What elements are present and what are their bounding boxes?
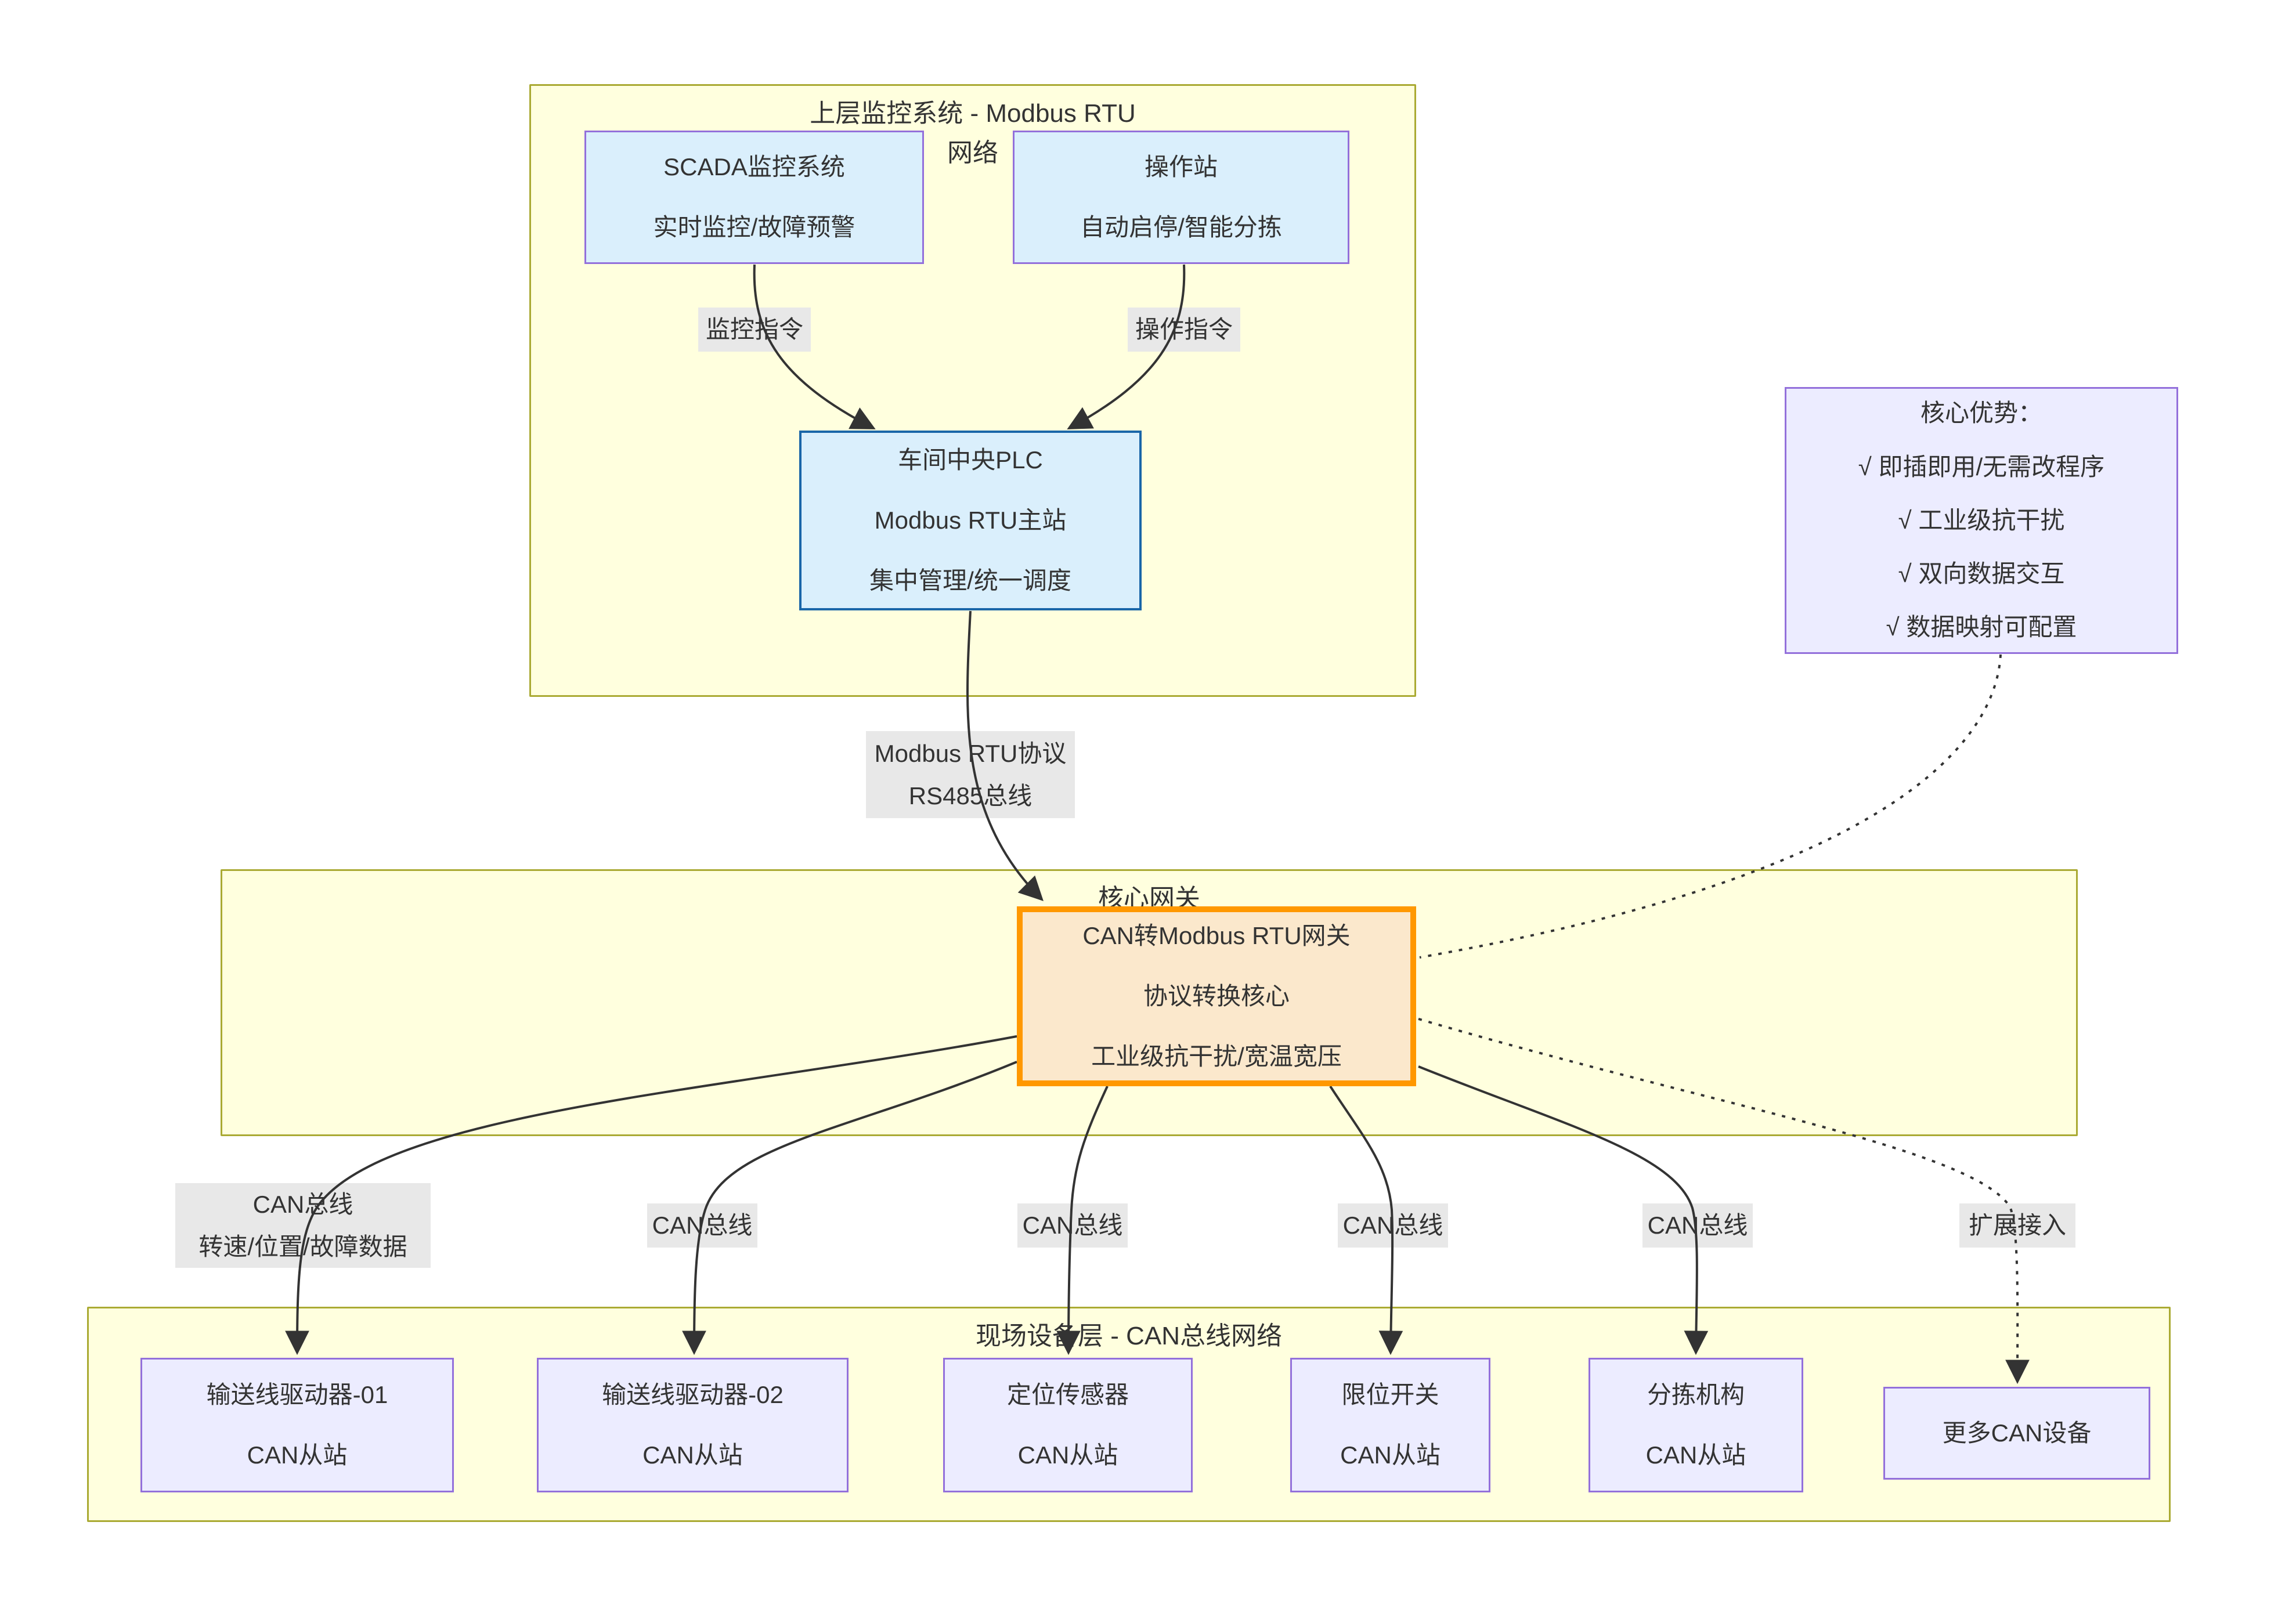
node-advantages-item4: √ 数据映射可配置 [1886,613,2077,641]
container-upper-title: 上层监控系统 - Modbus RTU 网络 [531,94,1414,173]
node-advantages: 核心优势： √ 即插即用/无需改程序 √ 工业级抗干扰 √ 双向数据交互 √ 数… [1785,387,2178,654]
node-scada-line2: 实时监控/故障预警 [653,214,855,241]
edge-label-operate-cmd: 操作指令 [1135,316,1233,344]
edge-label-bg-expand [1959,1203,2075,1248]
edge-label-modbus-line2: RS485总线 [908,782,1033,809]
edge-plc-to-gateway [966,610,1044,901]
edge-label-can1-line2: 转速/位置/故障数据 [198,1233,407,1260]
edge-label-can-bus-2: CAN总线 [652,1212,753,1239]
edge-label-can-bus-4: CAN总线 [1342,1212,1443,1239]
node-plc: 车间中央PLC Modbus RTU主站 集中管理/统一调度 [799,431,1142,610]
node-gateway-line3: 工业级抗干扰/宽温宽压 [1091,1043,1342,1071]
node-advantages-item3: √ 双向数据交互 [1898,560,2065,588]
node-limit-switch-line2: CAN从站 [1340,1441,1441,1469]
edge-label-bg-monitor [698,308,811,352]
edge-label-bg-can5 [1642,1203,1753,1248]
node-limit-switch: 限位开关 CAN从站 [1290,1358,1490,1492]
edge-label-monitor-cmd: 监控指令 [705,316,803,344]
node-more-can-line1: 更多CAN设备 [1942,1419,2092,1447]
node-drive01: 输送线驱动器-01 CAN从站 [140,1358,454,1492]
container-upper-title-line1: 上层监控系统 - Modbus RTU [810,99,1136,128]
container-field-title: 现场设备层 - CAN总线网络 [976,1322,1282,1350]
edge-label-bg-can3 [1017,1203,1128,1248]
node-sorting-mech-line1: 分拣机构 [1647,1380,1745,1408]
node-gateway-line2: 协议转换核心 [1143,982,1290,1010]
edge-gateway-to-sorting-mech [1418,1065,1709,1355]
node-drive02-line1: 输送线驱动器-02 [602,1380,784,1408]
node-plc-line1: 车间中央PLC [898,446,1043,473]
node-advantages-title: 核心优势： [1920,399,2042,427]
edge-label-can-bus-3: CAN总线 [1022,1212,1123,1239]
node-gateway: CAN转Modbus RTU网关 协议转换核心 工业级抗干扰/宽温宽压 [1017,906,1416,1086]
edge-operator-to-plc [1067,264,1186,429]
edge-label-can-bus-1: CAN总线 转速/位置/故障数据 [175,1183,431,1268]
node-operator-station: 操作站 自动启停/智能分拣 [1013,131,1349,264]
node-scada: SCADA监控系统 实时监控/故障预警 [584,131,924,264]
edge-gateway-to-position-sensor [1056,1086,1109,1355]
edge-gateway-to-drive02 [682,1061,1017,1355]
node-gateway-line1: CAN转Modbus RTU网关 [1082,921,1351,949]
edge-label-modbus-line1: Modbus RTU协议 [874,739,1067,767]
node-plc-line3: 集中管理/统一调度 [869,567,1071,595]
node-drive01-line2: CAN从站 [247,1441,348,1469]
edge-advantages-to-gateway [1419,654,2002,959]
node-position-sensor-line2: CAN从站 [1017,1441,1118,1469]
node-sorting-mech: 分拣机构 CAN从站 [1589,1358,1803,1492]
node-advantages-item2: √ 工业级抗干扰 [1898,506,2065,534]
edge-scada-to-plc [753,264,876,429]
container-upper-title-line2: 网络 [947,139,998,168]
node-operator-line1: 操作站 [1144,153,1218,180]
node-more-can-devices: 更多CAN设备 [1883,1387,2150,1480]
edge-gateway-to-more-can [1418,1018,2030,1384]
edge-label-can1-line1: CAN总线 [252,1190,353,1218]
node-sorting-mech-line2: CAN从站 [1645,1441,1746,1469]
edge-gateway-to-drive01 [285,1035,1017,1355]
node-drive02: 输送线驱动器-02 CAN从站 [537,1358,849,1492]
node-drive02-line2: CAN从站 [642,1441,743,1469]
edge-gateway-to-limit-switch [1329,1085,1403,1355]
node-position-sensor: 定位传感器 CAN从站 [943,1358,1193,1492]
edge-label-bg-can1 [175,1183,431,1268]
node-advantages-item1: √ 即插即用/无需改程序 [1858,453,2105,480]
node-limit-switch-line1: 限位开关 [1341,1380,1439,1408]
edge-label-expand-access: 扩展接入 [1968,1212,2066,1239]
node-scada-line1: SCADA监控系统 [663,153,845,180]
edge-label-bg-operate [1128,308,1240,352]
edge-label-can-bus-5: CAN总线 [1647,1212,1748,1239]
node-plc-line2: Modbus RTU主站 [874,506,1067,534]
edge-label-modbus-rtu: Modbus RTU协议 RS485总线 [866,731,1075,818]
node-operator-line2: 自动启停/智能分拣 [1080,214,1282,241]
node-drive01-line1: 输送线驱动器-01 [206,1380,388,1408]
node-position-sensor-line1: 定位传感器 [1006,1380,1129,1408]
